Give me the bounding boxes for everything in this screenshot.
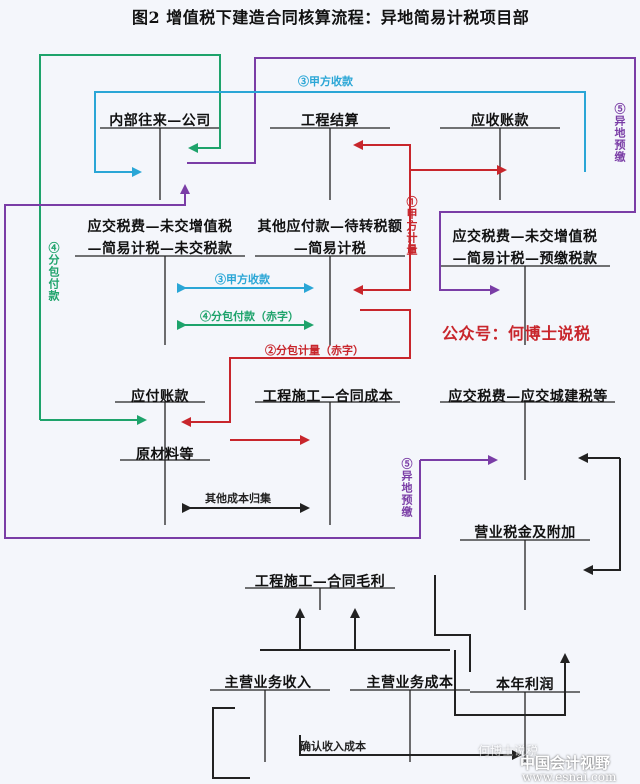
account-main-income: 主营业务收入 <box>224 675 312 691</box>
black-flow-lines <box>182 453 621 779</box>
watermark-line2: www.esnai.com <box>522 770 617 784</box>
brand-label: 公众号：何博士说税 <box>442 324 591 343</box>
label-sub-measure-red: ②分包计量（赤字） <box>265 344 364 357</box>
label-confirm: 确认收入成本 <box>300 740 366 753</box>
green-sub-payment-arrow <box>39 54 221 420</box>
label-other-cost: 其他成本归集 <box>205 492 271 505</box>
blue-top-arrow <box>94 91 586 177</box>
label-sub-payment-red: ④分包付款（赤字） <box>200 310 299 323</box>
label-sub-payment-left: ④分包付款 <box>47 242 60 302</box>
account-business-tax: 营业税金及附加 <box>474 525 576 541</box>
account-internal: 内部往来—公司 <box>109 113 211 129</box>
account-main-cost: 主营业务成本 <box>366 675 454 691</box>
page-title: 图2 增值税下建造合同核算流程：异地简易计税项目部 <box>132 8 530 27</box>
account-urban-tax: 应交税费—应交城建税等 <box>448 389 608 405</box>
account-other-payable-line2: —简易计税 <box>293 241 367 257</box>
watermark-line1: 中国会计视野 <box>520 754 611 772</box>
label-owner-measure: ①甲方计量 <box>405 196 418 256</box>
red-settlement-arrow <box>353 140 411 170</box>
account-materials: 原材料等 <box>136 447 194 463</box>
red-measure-arrow <box>353 170 411 295</box>
account-vat-prepaid-line1: 应交税费—未交增值税 <box>452 229 598 245</box>
t-accounts <box>75 127 615 762</box>
account-vat-prepaid-line2: —简易计税—预缴税款 <box>452 251 598 267</box>
account-vat-unpaid-line2: —简易计税—未交税款 <box>87 241 233 257</box>
purple-left-arrow <box>4 184 421 539</box>
red-sub-measure-arrow <box>181 309 411 427</box>
account-receivable: 应收账款 <box>471 113 529 129</box>
account-other-payable-line1: 其他应付款—待转税额 <box>257 219 403 235</box>
account-vat-unpaid-line1: 应交税费—未交增值税 <box>87 219 233 235</box>
label-owner-receipt-mid: ③甲方收款 <box>215 273 270 286</box>
account-profit: 本年利润 <box>496 677 554 693</box>
account-settlement: 工程结算 <box>301 113 359 129</box>
label-remote-prepay-mid: ⑤异地预缴 <box>400 458 413 518</box>
account-gross-profit: 工程施工—合同毛利 <box>254 574 386 590</box>
watermark-blurred: 何博士说税 <box>478 744 539 758</box>
label-remote-prepay-right: ⑤异地预缴 <box>613 103 626 163</box>
purple-top-arrow <box>187 57 636 295</box>
account-payable: 应付账款 <box>131 389 189 405</box>
account-contract-cost: 工程施工—合同成本 <box>262 389 394 405</box>
label-owner-receipt-top: ③甲方收款 <box>298 75 353 88</box>
